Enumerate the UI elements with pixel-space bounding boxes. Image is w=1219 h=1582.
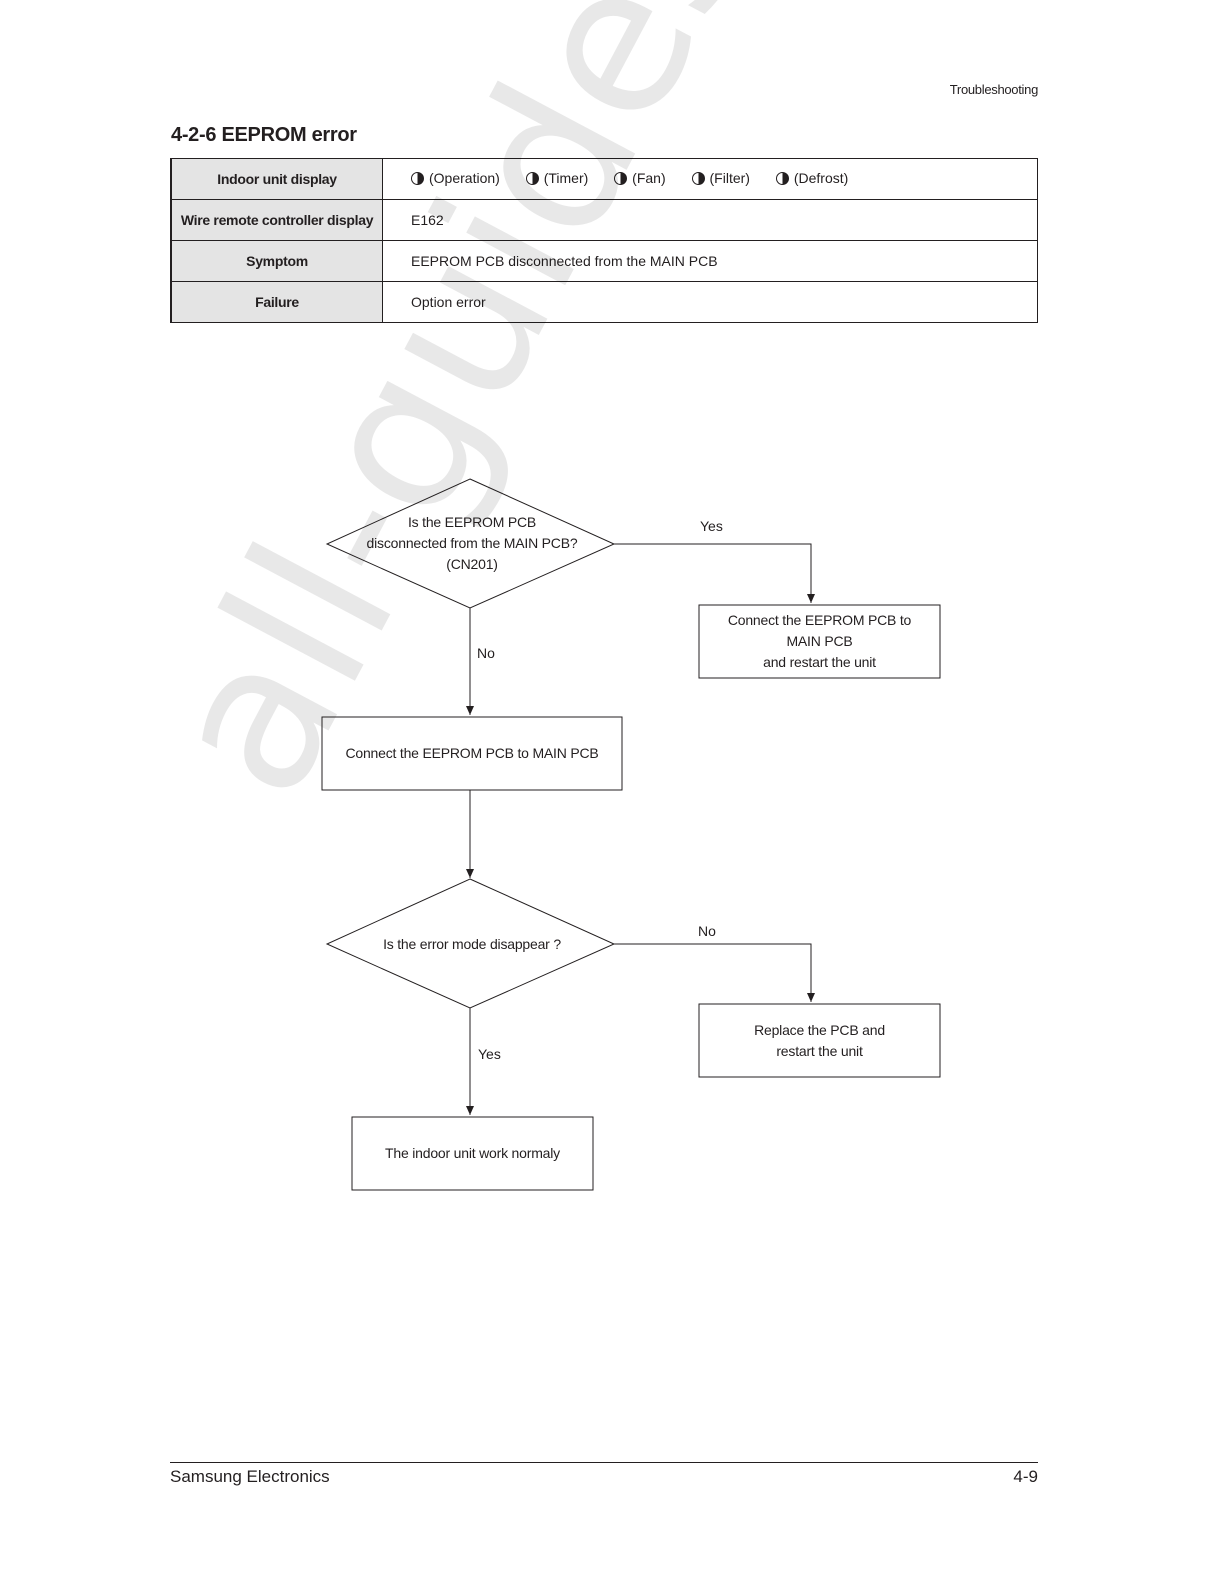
q2-yes-label: Yes	[478, 1046, 501, 1062]
footer-company: Samsung Electronics	[170, 1467, 330, 1486]
running-header: Troubleshooting	[949, 82, 1039, 97]
process-box-replace	[698, 1003, 941, 1078]
box-replace-text: Replace the PCB and restart the unit	[754, 1021, 885, 1059]
box-connect-text: Connect the EEPROM PCB to MAIN PCB	[345, 745, 599, 761]
table-row: Indoor unit display (Operation) (Timer) …	[170, 158, 1038, 200]
indicator-operation: (Operation)	[411, 170, 500, 186]
table-row: Failure Option error	[170, 281, 1038, 323]
process-box-connect-restart	[698, 604, 941, 679]
arrow-q2-no	[614, 943, 815, 1002]
half-lit-led-icon	[775, 171, 789, 185]
section-title: 4-2-6 EEPROM error	[171, 124, 357, 146]
row-label: Failure	[170, 281, 383, 323]
process-box-normal	[351, 1116, 594, 1191]
page-number: 4-9	[1013, 1467, 1038, 1486]
indicator-filter: (Filter)	[691, 170, 750, 186]
q1-yes-label: Yes	[700, 518, 723, 534]
row-label: Wire remote controller display	[170, 199, 383, 241]
half-lit-led-icon	[691, 171, 705, 185]
footer-divider	[170, 1462, 1038, 1463]
half-lit-led-icon	[411, 171, 424, 185]
decision-1-text: Is the EEPROM PCB disconnected from the …	[366, 513, 578, 572]
row-label: Indoor unit display	[170, 158, 383, 200]
q1-no-label: No	[477, 645, 495, 661]
indicator-cell: (Operation) (Timer) (Fan) (Filter) (Defr…	[382, 158, 1038, 200]
table-row: Wire remote controller display E162	[170, 199, 1038, 241]
half-lit-led-icon	[614, 171, 628, 185]
indicator-fan: (Fan)	[614, 170, 666, 186]
indicator-defrost: (Defrost)	[775, 170, 848, 186]
half-lit-led-icon	[525, 171, 539, 185]
q2-no-label: No	[698, 923, 716, 939]
arrow-q1-yes	[614, 543, 815, 603]
box-connect-restart-text: Connect the EEPROM PCB to MAIN PCB and r…	[727, 612, 912, 670]
table-row: Symptom EEPROM PCB disconnected from the…	[170, 240, 1038, 282]
row-value: Option error	[382, 281, 1038, 323]
process-box-connect	[321, 716, 623, 791]
box-normal-text: The indoor unit work normaly	[385, 1145, 560, 1161]
indicator-timer: (Timer)	[525, 170, 588, 186]
row-value: E162	[382, 199, 1038, 241]
row-label: Symptom	[170, 240, 383, 282]
error-info-table: Indoor unit display (Operation) (Timer) …	[170, 158, 1038, 323]
decision-2-text: Is the error mode disappear ?	[383, 935, 561, 952]
